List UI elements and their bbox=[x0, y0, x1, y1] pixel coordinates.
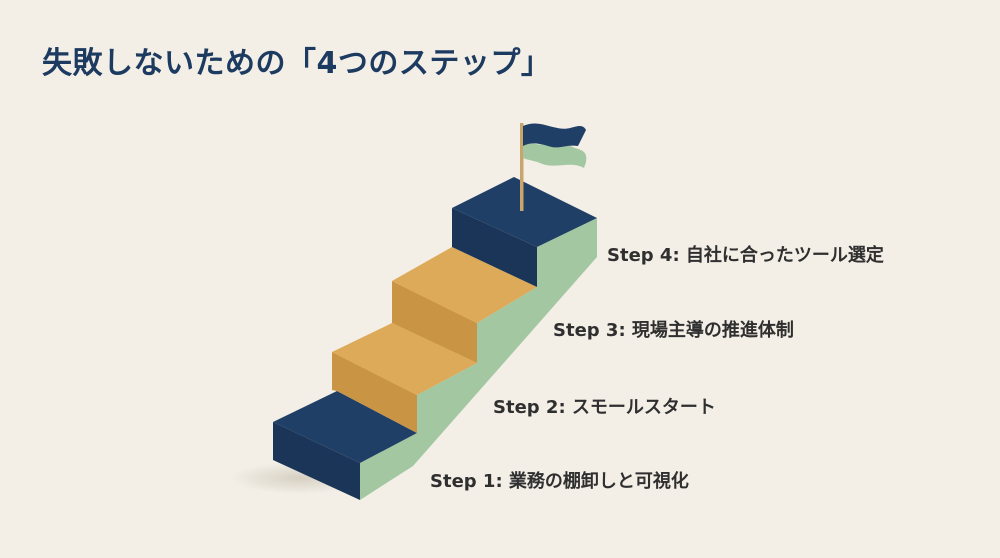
step-3-top bbox=[392, 247, 537, 323]
step-2-top bbox=[332, 323, 477, 395]
stair-side-face bbox=[360, 218, 597, 500]
step-4-riser bbox=[452, 208, 537, 287]
flag-pole bbox=[520, 123, 524, 211]
page-title: 失敗しないための「4つのステップ」 bbox=[42, 46, 552, 81]
step-1-label: Step 1: 業務の棚卸しと可視化 bbox=[430, 471, 689, 492]
step-1-top bbox=[273, 391, 417, 463]
step-4-label: Step 4: 自社に合ったツール選定 bbox=[607, 245, 884, 266]
step-3-riser bbox=[392, 281, 477, 363]
step-2-riser bbox=[332, 352, 417, 433]
flag-top-icon bbox=[523, 123, 586, 148]
flag-icon bbox=[523, 140, 587, 168]
step-2-label: Step 2: スモールスタート bbox=[493, 397, 716, 418]
step-1-front bbox=[273, 422, 360, 500]
step-4-top bbox=[452, 177, 597, 247]
step-3-label: Step 3: 現場主導の推進体制 bbox=[553, 320, 794, 341]
